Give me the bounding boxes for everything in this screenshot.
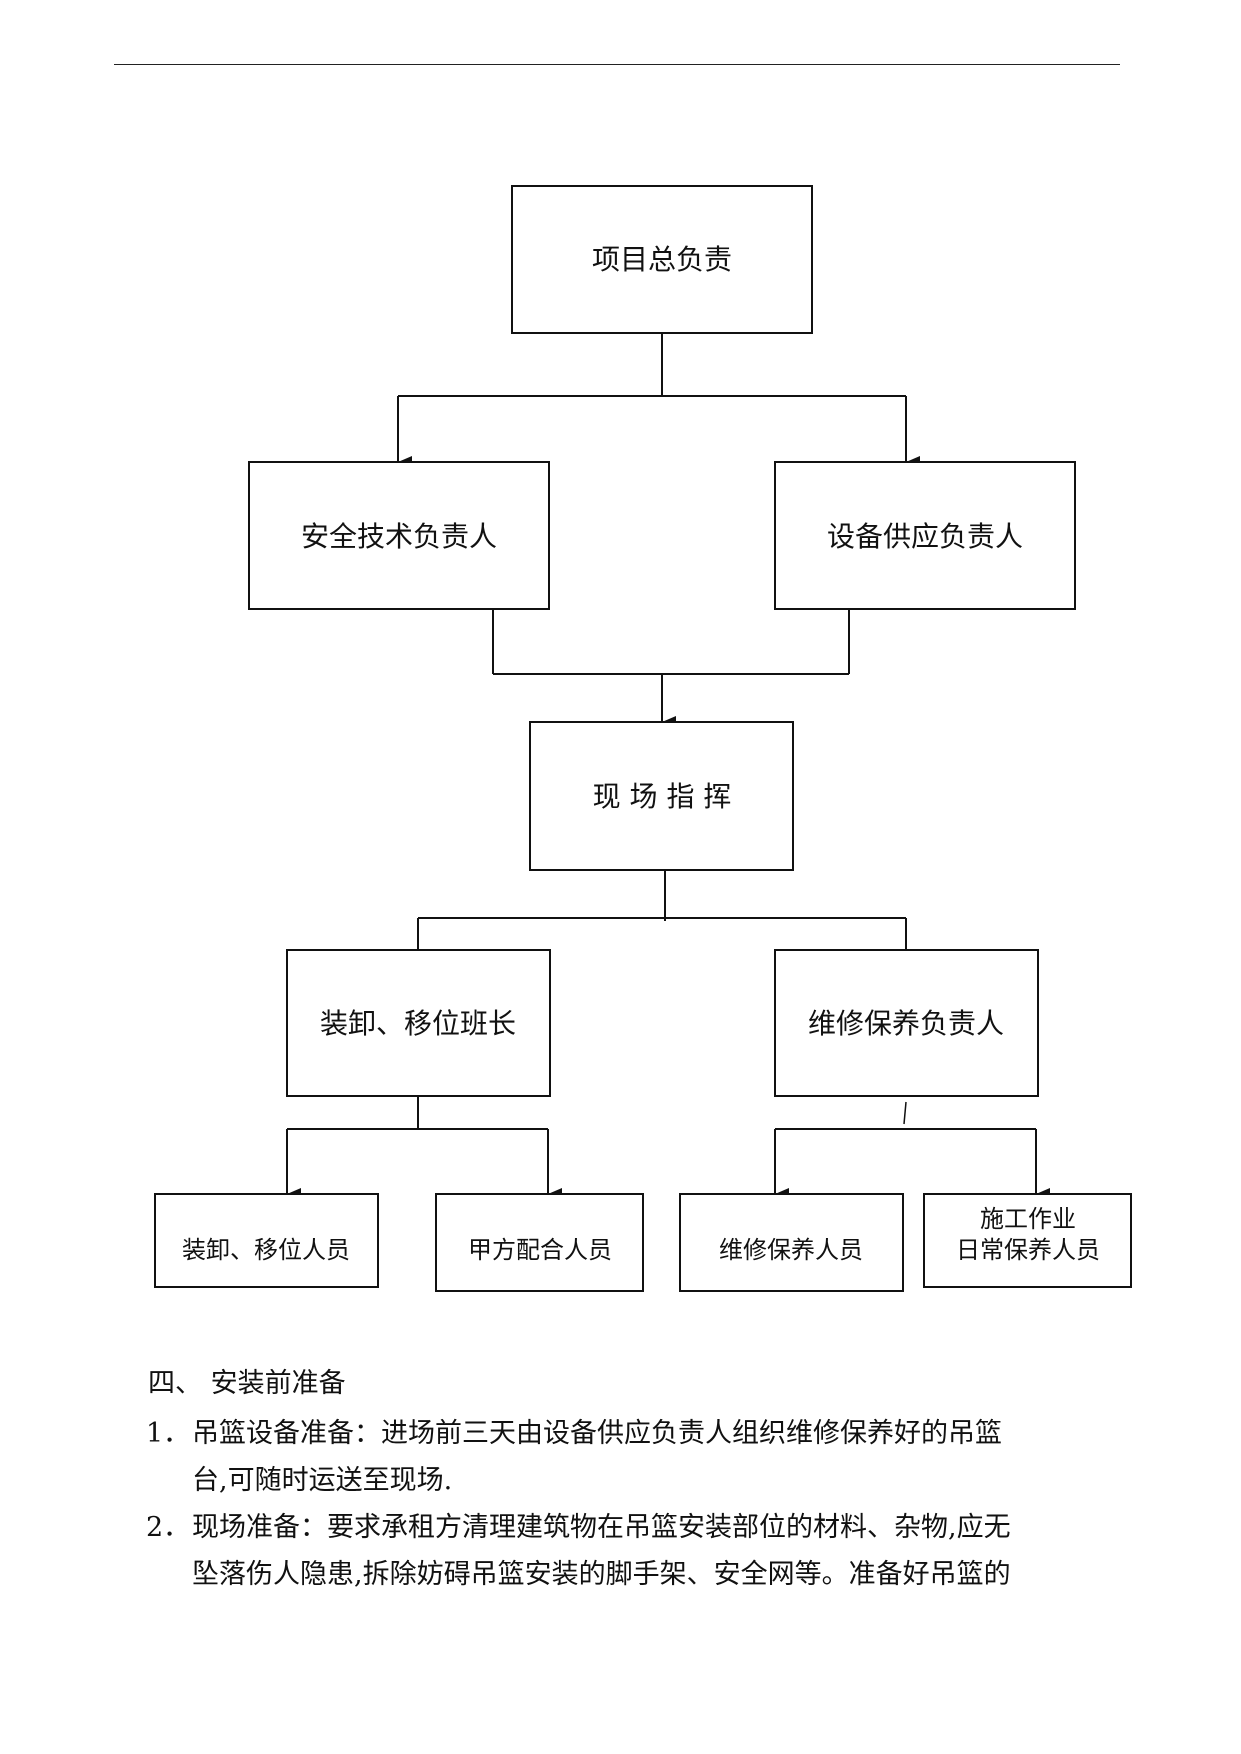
- box-maintenance-lead: [774, 949, 1039, 1097]
- box-root: [511, 185, 813, 334]
- label-maintenance-staff: 维修保养人员: [719, 1236, 863, 1264]
- label-safety-tech-lead: 安全技术负责人: [301, 520, 497, 553]
- item-1-number: 1．: [146, 1418, 191, 1449]
- box-loading-team-leader: [286, 949, 551, 1097]
- connector-lines: [286, 333, 1050, 1200]
- item-2-line2: 坠落伤人隐患,拆除妨碍吊篮安装的脚手架、安全网等。准备好吊篮的: [192, 1559, 1011, 1590]
- header-rule: [114, 64, 1120, 65]
- item-1-line1: 吊篮设备准备：进场前三天由设备供应负责人组织维修保养好的吊篮: [192, 1418, 1002, 1449]
- item-2-line1: 现场准备：要求承租方清理建筑物在吊篮安装部位的材料、杂物,应无: [192, 1512, 1011, 1543]
- box-daily-maintenance-staff: [923, 1193, 1132, 1288]
- label-client-staff: 甲方配合人员: [468, 1236, 612, 1264]
- item-1-line2: 台,可随时运送至现场.: [192, 1465, 453, 1496]
- label-loading-team-leader: 装卸、移位班长: [320, 1007, 516, 1040]
- label-daily-maintenance-staff-line2: 日常保养人员: [956, 1236, 1100, 1264]
- item-2-number: 2．: [146, 1512, 191, 1543]
- section-heading: 四、 安装前准备: [148, 1368, 346, 1399]
- label-daily-maintenance-staff-line1: 施工作业: [980, 1205, 1076, 1233]
- box-equipment-supply-lead: [774, 461, 1076, 610]
- label-maintenance-lead: 维修保养负责人: [808, 1007, 1004, 1040]
- box-client-staff: [435, 1193, 644, 1292]
- label-loading-staff: 装卸、移位人员: [182, 1236, 350, 1264]
- box-safety-tech-lead: [248, 461, 550, 610]
- box-maintenance-staff: [679, 1193, 904, 1292]
- box-loading-staff: [154, 1193, 379, 1288]
- org-chart: 项目总负责 安全技术负责人 设备供应负责人 现 场 指 挥 装卸、移位班长 维修…: [154, 185, 1132, 1292]
- label-site-command: 现 场 指 挥: [593, 780, 732, 813]
- label-root: 项目总负责: [592, 243, 732, 276]
- box-site-command: [529, 721, 794, 871]
- label-equipment-supply-lead: 设备供应负责人: [827, 520, 1023, 553]
